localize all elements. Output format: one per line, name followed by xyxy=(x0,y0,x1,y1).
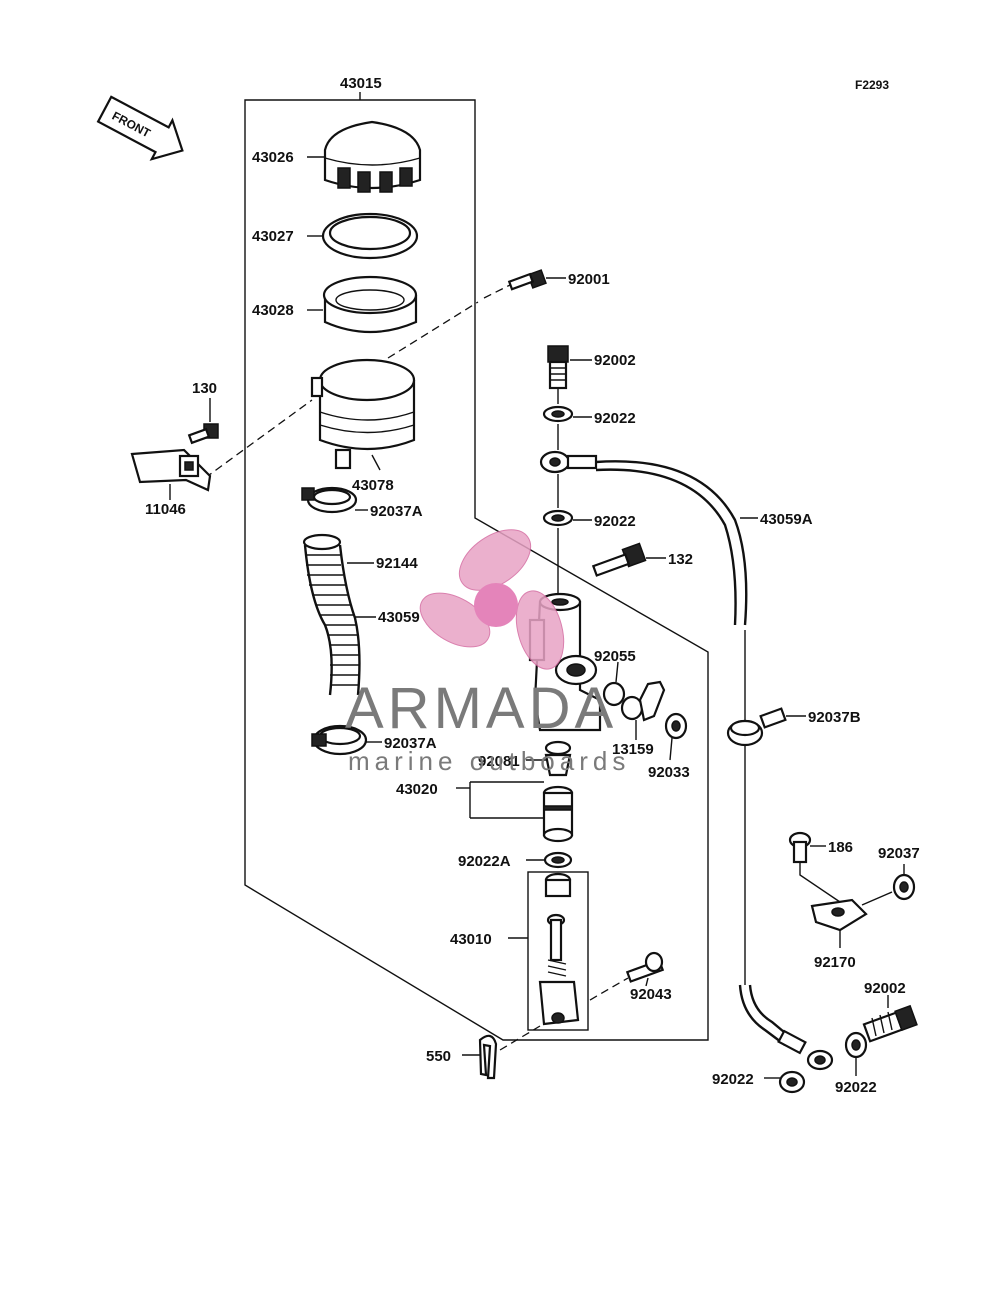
label-132: 132 xyxy=(668,551,693,568)
clamp-92037A-bottom xyxy=(311,724,368,756)
watermark-logo-icon xyxy=(419,529,565,670)
pin-92043 xyxy=(625,951,665,983)
label-92055: 92055 xyxy=(594,648,636,665)
label-92037A-bottom: 92037A xyxy=(384,735,437,752)
label-92037A-top: 92037A xyxy=(370,503,423,520)
reservoir-tank xyxy=(310,358,416,470)
bolt-186 xyxy=(788,831,812,864)
label-43015: 43015 xyxy=(340,75,382,92)
label-43026: 43026 xyxy=(252,149,294,166)
piston-43020 xyxy=(542,785,574,843)
diaphragm-ring xyxy=(321,212,419,260)
diaphragm xyxy=(322,275,418,334)
label-186: 186 xyxy=(828,839,853,856)
banjo-bolt-92002-bottom xyxy=(862,1004,918,1043)
front-arrow-icon: FRONT xyxy=(96,95,184,161)
grommet-92037 xyxy=(892,873,916,901)
label-43010: 43010 xyxy=(450,931,492,948)
circlip-92022A xyxy=(543,851,573,869)
label-92022-c: 92022 xyxy=(835,1079,877,1096)
push-rod-43010 xyxy=(538,872,580,1026)
circlip-92033 xyxy=(664,712,688,740)
cotter-pin-550 xyxy=(478,1034,498,1080)
washer-92022-a xyxy=(542,405,574,423)
label-92037: 92037 xyxy=(878,845,920,862)
piston-cup-92081 xyxy=(544,740,572,777)
label-92170: 92170 xyxy=(814,954,856,971)
figure-code: F2293 xyxy=(855,78,889,92)
label-92002-bottom: 92002 xyxy=(864,980,906,997)
o-ring-92055 xyxy=(602,681,626,707)
clamp-92037A-top xyxy=(301,486,358,514)
label-43020: 43020 xyxy=(396,781,438,798)
label-92081: 92081 xyxy=(478,753,520,770)
label-43028: 43028 xyxy=(252,302,294,319)
push-rod-box xyxy=(527,871,589,1031)
label-43059: 43059 xyxy=(378,609,420,626)
label-92037B: 92037B xyxy=(808,709,861,726)
watermark-subtitle: marine outboards xyxy=(348,746,630,776)
label-92022A: 92022A xyxy=(458,853,511,870)
label-43078: 43078 xyxy=(352,477,394,494)
label-13159: 13159 xyxy=(612,741,654,758)
label-92022-b: 92022 xyxy=(594,513,636,530)
washer-92022-b xyxy=(542,509,574,527)
label-130: 130 xyxy=(192,380,217,397)
label-92043: 92043 xyxy=(630,986,672,1003)
label-550: 550 xyxy=(426,1048,451,1065)
washer-92022-d xyxy=(778,1070,806,1094)
label-43059A: 43059A xyxy=(760,511,813,528)
bolt-130 xyxy=(187,423,219,445)
screw-92001 xyxy=(507,269,547,291)
brake-hose-43059A xyxy=(539,450,834,1071)
fitting-13159 xyxy=(620,680,666,722)
reservoir-cap xyxy=(323,120,422,193)
reservoir-hose xyxy=(302,533,361,696)
label-92144: 92144 xyxy=(376,555,418,572)
banjo-bolt-92002-top xyxy=(547,345,569,390)
label-92022-a: 92022 xyxy=(594,410,636,427)
bracket-11046 xyxy=(130,448,212,492)
label-92033: 92033 xyxy=(648,764,690,781)
clamp-92037B xyxy=(726,707,787,747)
label-43027: 43027 xyxy=(252,228,294,245)
label-11046: 11046 xyxy=(145,501,186,518)
bolt-132 xyxy=(591,542,647,577)
label-92001: 92001 xyxy=(568,271,610,288)
reservoir-assembly-bracket xyxy=(244,92,709,1041)
clamp-92170 xyxy=(810,898,868,932)
label-92002-top: 92002 xyxy=(594,352,636,369)
watermark-brand: ARMADA xyxy=(345,676,617,741)
label-92022-d: 92022 xyxy=(712,1071,754,1088)
washer-92022-c xyxy=(844,1031,868,1059)
